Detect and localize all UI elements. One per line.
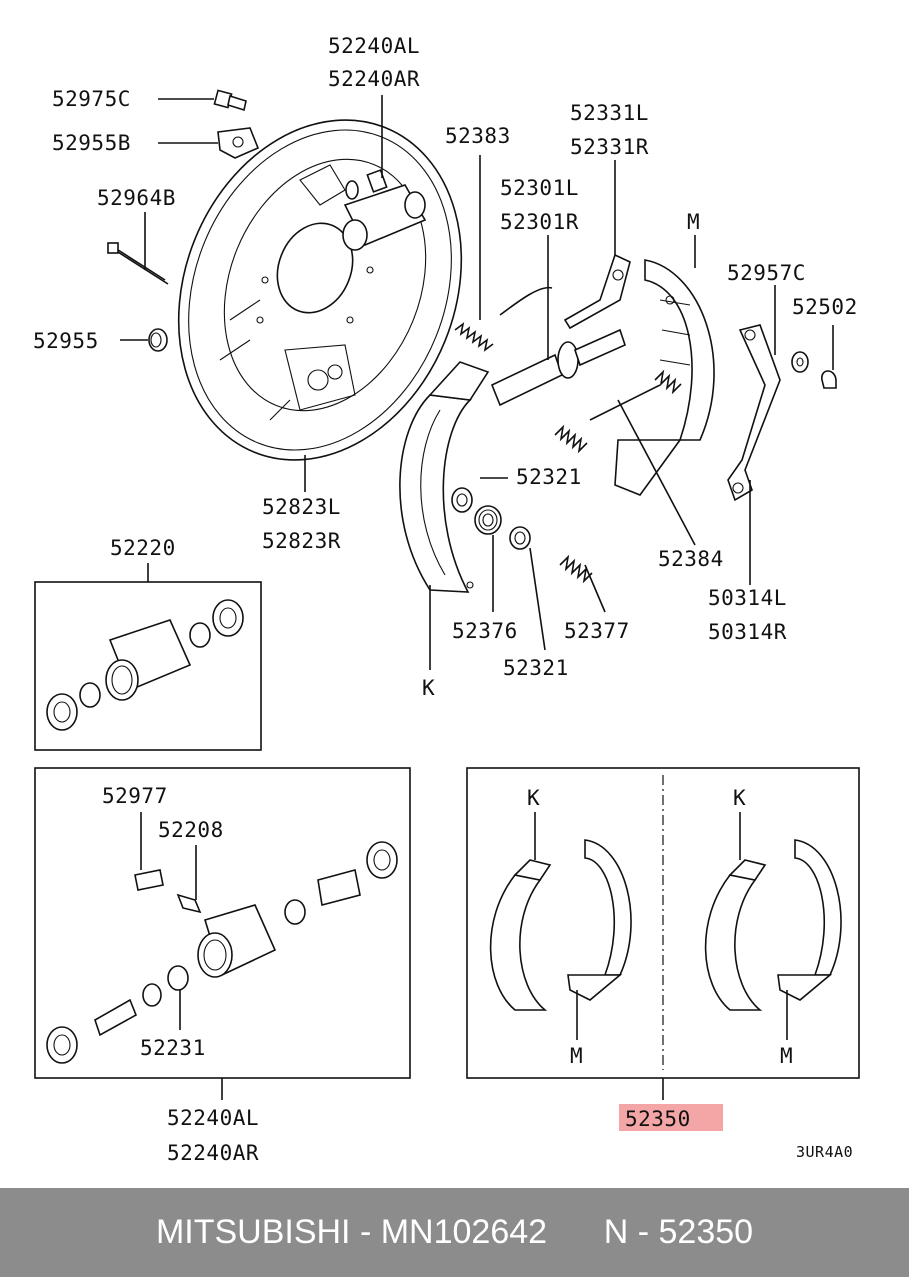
parking-lever-50314 <box>727 324 781 502</box>
wheel-cylinder-52240-parts <box>46 841 398 1064</box>
label-52964B: 52964B <box>97 186 176 210</box>
part-highlight <box>619 1104 723 1131</box>
label-52208: 52208 <box>158 818 224 842</box>
label-K-main: K <box>422 676 435 700</box>
label-52955: 52955 <box>33 329 99 353</box>
label-52301R: 52301R <box>500 210 579 234</box>
label-kit-K-left: K <box>527 786 540 810</box>
label-52376: 52376 <box>452 619 518 643</box>
lever-52331 <box>563 253 631 330</box>
cap-52955B <box>217 127 260 159</box>
shoe-kit-right <box>704 812 842 1040</box>
label-52377: 52377 <box>564 619 630 643</box>
spring-52376 <box>474 505 502 535</box>
plug-52955 <box>148 328 168 352</box>
part-number-labels: 52240AL 52240AR 52975C 52955B 52964B 529… <box>33 34 858 1165</box>
label-52384: 52384 <box>658 547 724 571</box>
leader-lines-top <box>120 95 834 670</box>
label-52321-b: 52321 <box>503 656 569 680</box>
spring-52383 <box>454 286 553 352</box>
clip-52502 <box>821 370 837 389</box>
bolt-52964B <box>107 242 169 285</box>
label-M-top: M <box>687 210 700 234</box>
label-52321-a: 52321 <box>516 465 582 489</box>
brake-shoe-K <box>399 361 490 593</box>
label-52240AL-top: 52240AL <box>328 34 420 58</box>
label-50314R: 50314R <box>708 620 787 644</box>
footer-part-info: MITSUBISHI - MN102642 N - 52350 <box>155 1213 754 1251</box>
label-52231: 52231 <box>140 1036 206 1060</box>
label-52977: 52977 <box>102 784 168 808</box>
label-kit-M-left: M <box>570 1044 583 1068</box>
label-ref-code: 3UR4A0 <box>796 1143 853 1161</box>
label-52823R: 52823R <box>262 529 341 553</box>
washer-52957C <box>791 351 809 373</box>
shoe-kit-left <box>489 812 632 1040</box>
label-52502: 52502 <box>792 295 858 319</box>
footer-bar: MITSUBISHI - MN102642 N - 52350 <box>0 1188 909 1277</box>
brake-parts-diagram: 52240AL 52240AR 52975C 52955B 52964B 529… <box>33 34 860 1165</box>
label-52240AR-top: 52240AR <box>328 67 420 91</box>
spring-52377 <box>559 554 593 584</box>
label-52975C: 52975C <box>52 87 131 111</box>
label-52331R: 52331R <box>570 135 649 159</box>
label-kit-M-right: M <box>780 1044 793 1068</box>
label-52955B: 52955B <box>52 131 131 155</box>
brake-shoe-M <box>614 259 715 496</box>
label-50314L: 50314L <box>708 586 787 610</box>
label-52823L: 52823L <box>262 495 341 519</box>
bleeder-screw-52975C <box>213 89 247 112</box>
label-52220: 52220 <box>110 536 176 560</box>
label-52350: 52350 <box>625 1107 691 1131</box>
wheel-cylinder-52220-parts <box>46 599 244 731</box>
cup-52321-a <box>451 487 473 513</box>
cup-52321-b <box>509 526 531 550</box>
leader-lines-52240 <box>140 812 223 1100</box>
label-52331L: 52331L <box>570 101 649 125</box>
wheel-cylinder-on-plate <box>342 169 427 251</box>
label-52383: 52383 <box>445 124 511 148</box>
spring-52384 <box>554 369 682 454</box>
label-52240AL-bottom: 52240AL <box>167 1106 259 1130</box>
label-kit-K-right: K <box>733 786 746 810</box>
label-52957C: 52957C <box>727 261 806 285</box>
label-52240AR-bottom: 52240AR <box>167 1141 259 1165</box>
box-52220 <box>34 581 262 751</box>
label-52301L: 52301L <box>500 176 579 200</box>
adjuster-52301 <box>490 328 626 407</box>
